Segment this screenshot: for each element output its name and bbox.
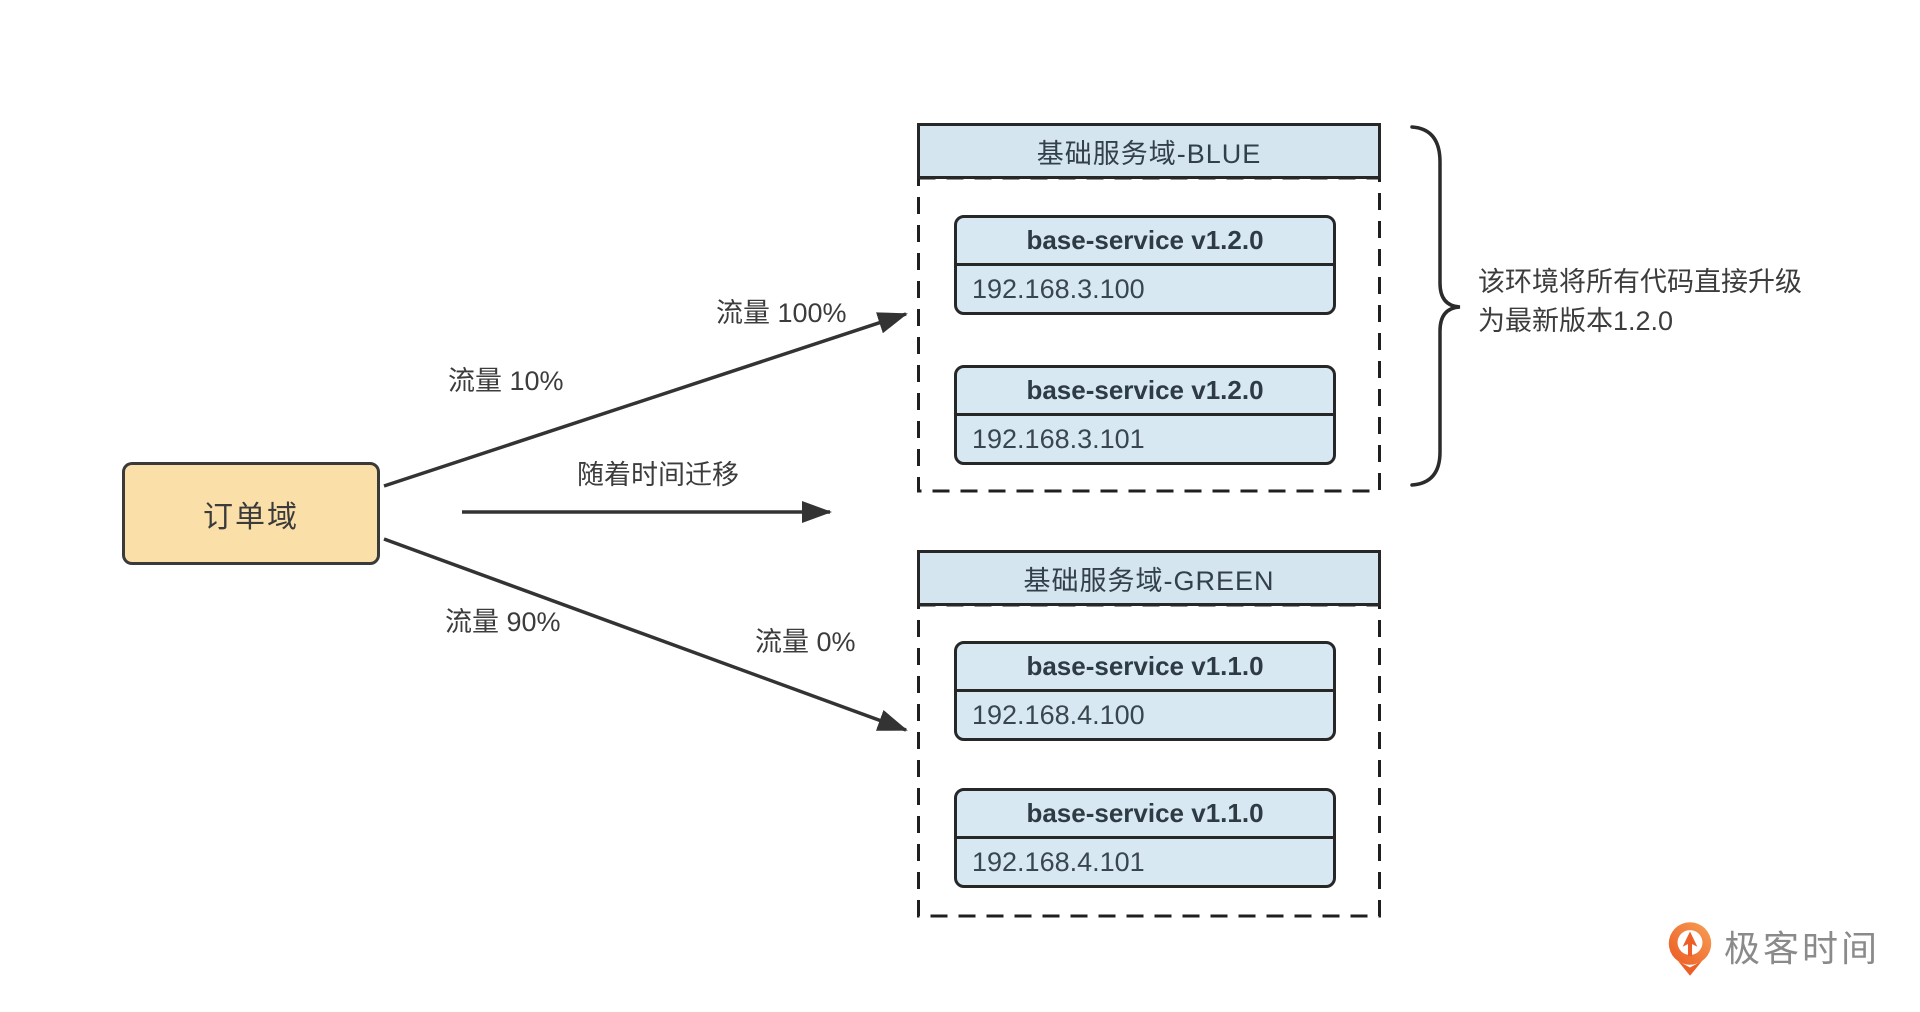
service-box: base-service v1.2.0 192.168.3.100 bbox=[954, 215, 1336, 315]
service-ip: 192.168.4.101 bbox=[972, 847, 1145, 877]
service-name: base-service v1.2.0 bbox=[957, 218, 1333, 266]
blue-domain-title: 基础服务域-BLUE bbox=[1036, 138, 1262, 169]
upgrade-annotation: 该环境将所有代码直接升级 为最新版本1.2.0 bbox=[1478, 263, 1848, 341]
blue-domain-header: 基础服务域-BLUE bbox=[917, 123, 1381, 179]
label-traffic-90: 流量 90% bbox=[445, 607, 561, 637]
green-domain-title: 基础服务域-GREEN bbox=[1023, 565, 1275, 596]
service-box: base-service v1.1.0 192.168.4.100 bbox=[954, 641, 1336, 741]
order-domain-label: 订单域 bbox=[203, 500, 299, 534]
geektime-pin-icon bbox=[1668, 922, 1712, 976]
order-domain-box: 订单域 bbox=[122, 462, 380, 565]
label-traffic-10: 流量 10% bbox=[448, 366, 564, 396]
label-traffic-0: 流量 0% bbox=[755, 627, 856, 657]
service-ip: 192.168.3.100 bbox=[972, 274, 1145, 304]
arrow-to-blue bbox=[383, 312, 908, 488]
geektime-logo-text: 极客时间 bbox=[1724, 928, 1881, 969]
service-name: base-service v1.1.0 bbox=[957, 644, 1333, 692]
geektime-logo: 极客时间 bbox=[1666, 918, 1880, 980]
service-box: base-service v1.1.0 192.168.4.101 bbox=[954, 788, 1336, 888]
service-ip: 192.168.4.100 bbox=[972, 700, 1145, 730]
annotation-line-2: 为最新版本1.2.0 bbox=[1478, 306, 1674, 336]
arrow-to-green bbox=[383, 537, 908, 732]
service-box: base-service v1.2.0 192.168.3.101 bbox=[954, 365, 1336, 465]
green-domain-header: 基础服务域-GREEN bbox=[917, 550, 1381, 606]
annotation-line-1: 该环境将所有代码直接升级 bbox=[1478, 267, 1802, 297]
service-name: base-service v1.2.0 bbox=[957, 368, 1333, 416]
curly-brace bbox=[1410, 125, 1461, 487]
service-ip: 192.168.3.101 bbox=[972, 424, 1145, 454]
label-time-migration: 随着时间迁移 bbox=[577, 460, 739, 490]
label-traffic-100: 流量 100% bbox=[716, 298, 847, 328]
service-name: base-service v1.1.0 bbox=[957, 791, 1333, 839]
